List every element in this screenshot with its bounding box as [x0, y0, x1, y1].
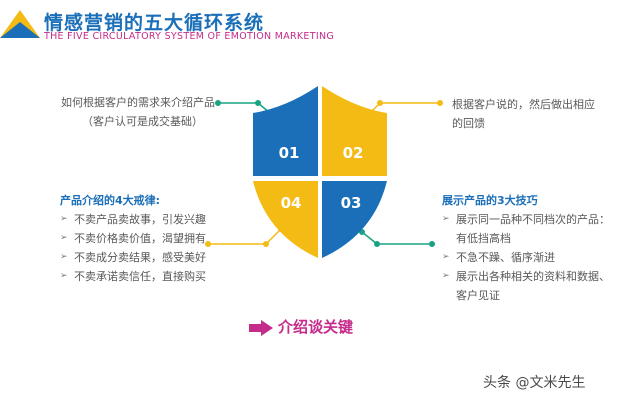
logo-icon — [0, 10, 40, 38]
list-item: ➢ 不卖成分卖结果，感受美好 — [60, 248, 240, 267]
quadrant-label-04: 04 — [281, 194, 302, 212]
triangle-bullet-icon: ➢ — [60, 252, 68, 262]
triangle-bullet-icon: ➢ — [442, 271, 450, 281]
list-item-continuation: 有低挡高档 — [456, 232, 511, 245]
list-item-text: 不卖成分卖结果，感受美好 — [74, 251, 206, 264]
list-item: ➢ 不卖产品卖故事，引发兴趣 — [60, 210, 240, 229]
shield-quadrant-01 — [253, 86, 318, 176]
shield-quadrant-02 — [322, 86, 387, 176]
quadrant-label-01: 01 — [279, 144, 300, 162]
triangle-bullet-icon: ➢ — [60, 214, 68, 224]
triangle-bullet-icon: ➢ — [442, 252, 450, 262]
page-subtitle: THE FIVE CIRCULATORY SYSTEM OF EMOTION M… — [44, 31, 335, 42]
triangle-bullet-icon: ➢ — [60, 271, 68, 281]
list-item-continuation: 客户见证 — [456, 289, 500, 302]
page-title: 情感营销的五大循环系统 — [44, 12, 265, 34]
top-right-text: 根据客户说的，然后做出相应 的回馈 — [452, 95, 612, 133]
shield-quadrant-03 — [322, 181, 387, 258]
quadrant-label-02: 02 — [343, 144, 364, 162]
list-item-text: 展示出各种相关的资料和数据、 — [456, 270, 610, 283]
triangle-bullet-icon: ➢ — [442, 214, 450, 224]
list-item-text: 展示同一品种不同档次的产品： — [456, 213, 610, 226]
shield-quadrant-04 — [253, 181, 318, 258]
key-label: 介绍谈关键 — [278, 318, 354, 336]
list-item-text: 不卖承诺卖信任，直接购买 — [74, 270, 206, 283]
arrow-right-icon — [249, 320, 273, 336]
list-item-text: 不卖价格卖价值，渴望拥有 — [74, 232, 206, 245]
watermark: 头条 @文米先生 — [483, 375, 586, 391]
list-item: ➢ 不卖价格卖价值，渴望拥有 — [60, 229, 240, 248]
top-left-line-1: 如何根据客户的需求来介绍产品 — [61, 96, 215, 109]
list-item: ➢ 展示出各种相关的资料和数据、 — [442, 267, 622, 286]
list-item-text: 不急不躁、循序渐进 — [456, 251, 555, 264]
bottom-left-list: 产品介绍的4大戒律: ➢ 不卖产品卖故事，引发兴趣 ➢ 不卖价格卖价值，渴望拥有… — [60, 191, 240, 286]
connector-bottom-right — [359, 229, 435, 247]
triangle-bullet-icon: ➢ — [60, 233, 68, 243]
list-item-text: 不卖产品卖故事，引发兴趣 — [74, 213, 206, 226]
top-left-text: 如何根据客户的需求来介绍产品 （客户认可是成交基础） — [40, 93, 215, 131]
quadrant-label-03: 03 — [341, 194, 362, 212]
list-item: ➢ 不卖承诺卖信任，直接购买 — [60, 267, 240, 286]
top-right-line-2: 的回馈 — [452, 117, 485, 130]
top-left-line-2: （客户认可是成交基础） — [82, 115, 203, 128]
top-right-line-1: 根据客户说的，然后做出相应 — [452, 98, 595, 111]
list-item: ➢ 展示同一品种不同档次的产品： — [442, 210, 622, 229]
bottom-left-heading: 产品介绍的4大戒律: — [60, 194, 161, 207]
bottom-right-heading: 展示产品的3大技巧 — [442, 194, 538, 207]
list-item: ➢ 不急不躁、循序渐进 — [442, 248, 622, 267]
bottom-right-list: 展示产品的3大技巧 ➢ 展示同一品种不同档次的产品： 有低挡高档 ➢ 不急不躁、… — [442, 191, 622, 305]
